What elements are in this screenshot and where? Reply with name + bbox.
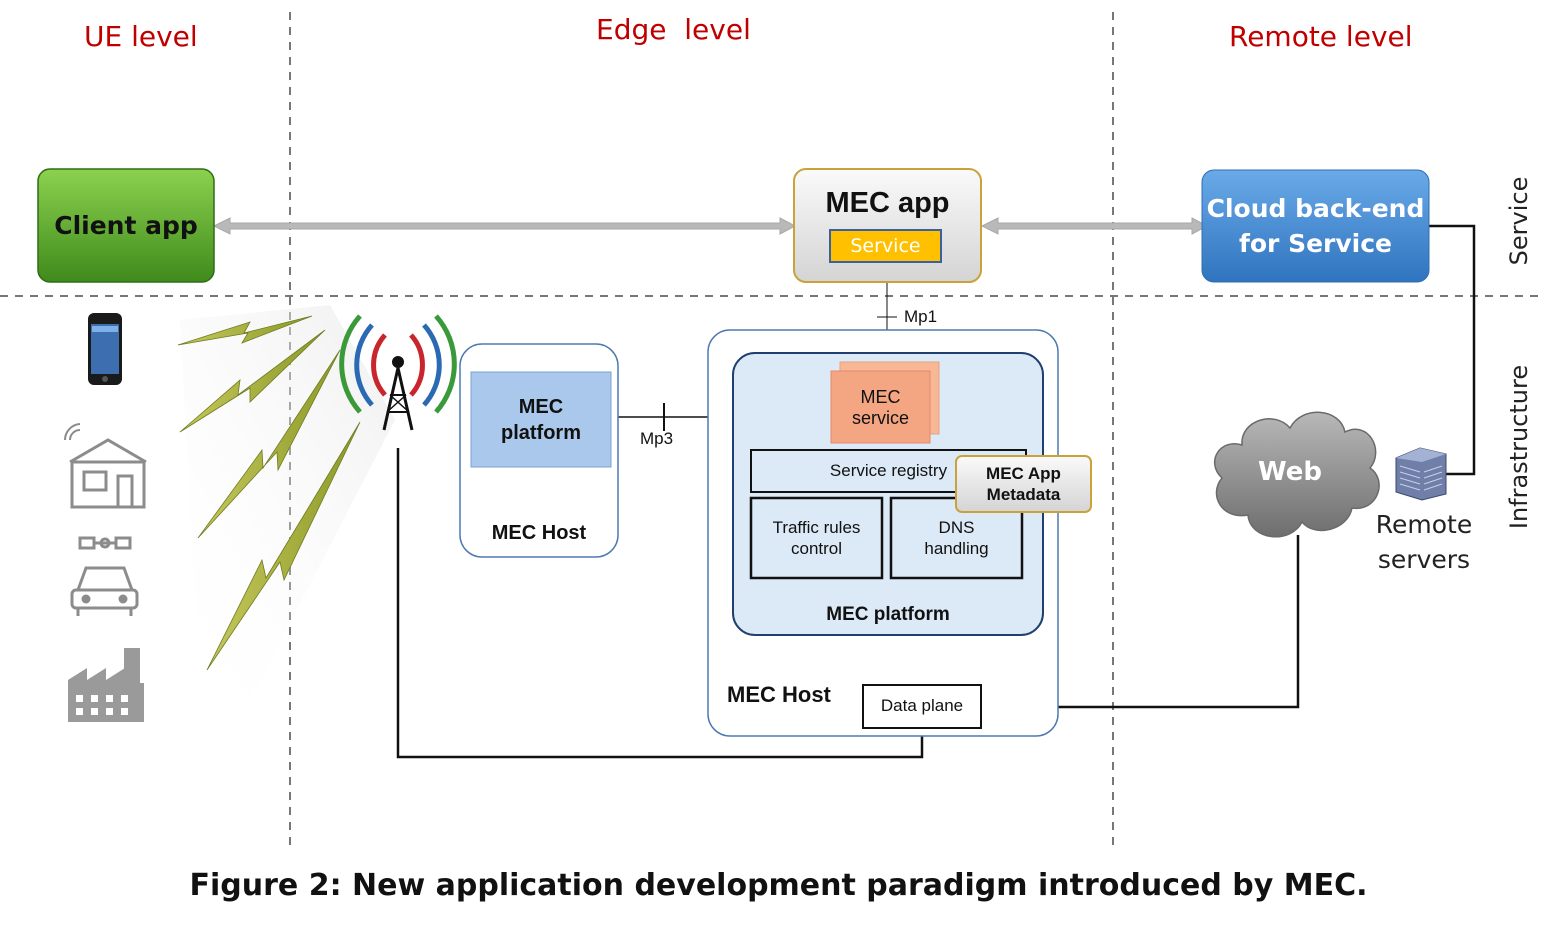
traffic-rules-line1: Traffic rules [772, 518, 861, 537]
cloud-backend-line2: for Service [1238, 229, 1392, 258]
client-app-box [37, 168, 215, 283]
mec-host-right-label: MEC Host [727, 682, 831, 707]
smart-home-icon [63, 423, 147, 509]
smartphone-icon [88, 313, 122, 385]
web-cloud-icon [1213, 411, 1380, 538]
mec-app-box [793, 168, 982, 283]
mec-app-title: MEC app [825, 187, 950, 219]
service-tag-label: Service [850, 235, 921, 257]
mec-platform-left-box [470, 371, 612, 468]
web-label: Web [1258, 457, 1322, 487]
data-plane-box [862, 684, 982, 729]
traffic-rules-box [749, 496, 884, 580]
server-rack-icon [1395, 447, 1447, 501]
mec-host-left-label: MEC Host [491, 522, 587, 544]
client-app-label: Client app [54, 211, 198, 240]
service-layer-label: Service [1505, 176, 1533, 266]
mec-app-metadata-line1: MEC App [986, 464, 1061, 483]
tower-to-dataplane-line [396, 448, 924, 759]
mec-platform-right-label: MEC platform [826, 604, 950, 625]
mp1-label: Mp1 [904, 307, 938, 326]
remote-servers-line1: Remote [1375, 510, 1473, 539]
mec-app-metadata-box [955, 455, 1092, 513]
mec-app-metadata-line2: Metadata [986, 485, 1061, 504]
traffic-rules-line2: control [790, 539, 843, 558]
remote-level-label: Remote level [1229, 20, 1413, 53]
cloud-backend-box [1201, 169, 1430, 283]
figure-caption: Figure 2: New application development pa… [189, 868, 1368, 903]
mec-service-line1: MEC [860, 387, 901, 407]
mec-service-line2: service [851, 408, 909, 428]
connections [396, 224, 1476, 759]
ue-level-label: UE level [84, 20, 198, 53]
mp3-label: Mp3 [640, 429, 674, 448]
wireless-beam [180, 305, 395, 700]
connected-car-icon [70, 536, 139, 616]
mec-platform-left-line1: MEC [518, 396, 564, 418]
dns-handling-line1: DNS [938, 518, 975, 537]
app-arrows [212, 217, 1209, 235]
remote-servers-line2: servers [1377, 545, 1471, 574]
service-tag-box [829, 229, 942, 263]
mec-service-front [830, 370, 931, 444]
factory-icon [68, 648, 144, 722]
client-app[interactable]: Client app [38, 169, 214, 282]
wireless-link-bolts [177, 315, 361, 671]
infrastructure-layer-label: Infrastructure [1505, 364, 1533, 530]
dns-handling-line2: handling [924, 539, 989, 558]
service-registry-label: Service registry [829, 461, 948, 480]
dataplane-to-web-line [981, 535, 1300, 709]
cloud-to-servers-line [1428, 224, 1476, 476]
cell-tower-icon [339, 314, 457, 431]
data-plane-label: Data plane [880, 696, 964, 715]
mec-platform-left-line2: platform [501, 422, 581, 444]
mec-app-service-tag: Service [830, 230, 941, 262]
cloud-backend-line1: Cloud back-end [1206, 194, 1425, 223]
edge-level-label: Edge level [596, 13, 751, 46]
